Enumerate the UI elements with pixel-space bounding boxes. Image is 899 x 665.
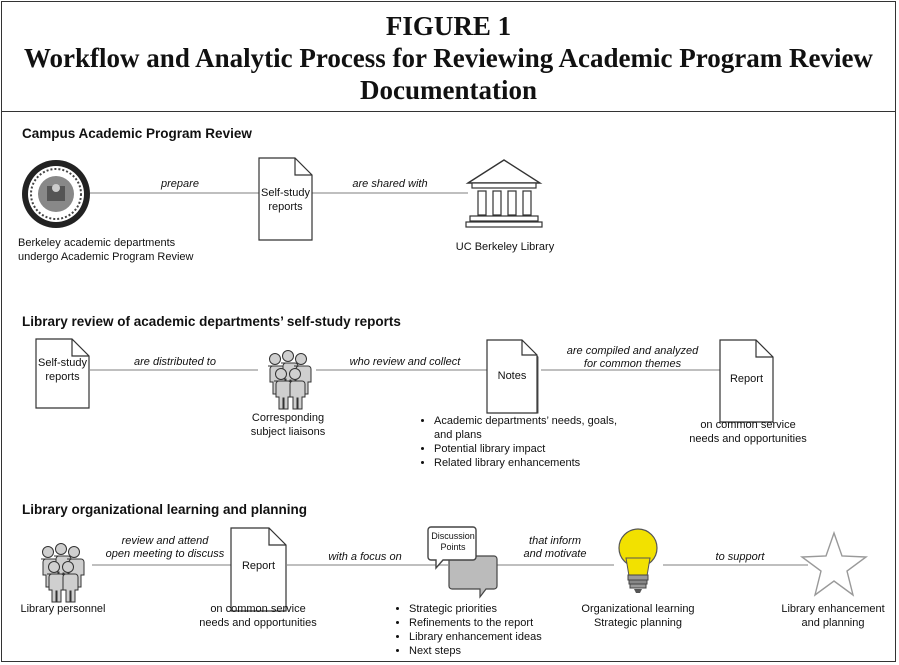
library-caption: UC Berkeley Library: [455, 241, 555, 253]
list-item: Next steps: [409, 644, 579, 658]
list-item: Academic departments’ needs, goals, and …: [434, 414, 619, 442]
report-label: Report: [729, 373, 764, 385]
edge-label-focus: with a focus on: [328, 551, 402, 563]
subject-liaisons-people-icon: [267, 350, 312, 410]
edge-label-support: to support: [715, 551, 765, 563]
report-caption: on common service needs and opportunitie…: [689, 419, 807, 445]
figure-title-line-1: Workflow and Analytic Process for Review…: [24, 43, 873, 73]
self-study-label-2: Self-study reports: [38, 357, 87, 383]
liaisons-caption: Corresponding subject liaisons: [250, 412, 326, 438]
section-heading-2: Library review of academic departments’ …: [22, 314, 401, 329]
university-seal-icon: [22, 160, 90, 228]
report-document-icon-2: [230, 527, 287, 612]
discussion-points-label: Discussion Points: [431, 531, 475, 552]
notes-bullet-list: Academic departments’ needs, goals, and …: [420, 414, 619, 470]
discussion-bullet-list: Strategic priorities Refinements to the …: [395, 602, 579, 658]
star-caption: Library enhancement and planning: [781, 603, 885, 629]
edge-label-distributed: are distributed to: [134, 356, 216, 368]
seal-caption: Berkeley academic departments undergo Ac…: [18, 237, 194, 263]
section-heading-3: Library organizational learning and plan…: [22, 502, 308, 517]
section-heading-1: Campus Academic Program Review: [22, 126, 252, 141]
self-study-document-icon: [258, 157, 313, 241]
list-item: Related library enhancements: [434, 456, 619, 470]
library-personnel-people-icon: [40, 543, 85, 603]
personnel-caption: Library personnel: [20, 603, 106, 615]
list-item: Strategic priorities: [409, 602, 579, 616]
self-study-label: Self-study reports: [261, 187, 310, 213]
list-item: Refinements to the report: [409, 616, 579, 630]
report-caption-2: on common service needs and opportunitie…: [199, 603, 317, 629]
report-document-icon: [719, 339, 774, 423]
lightbulb-icon: [618, 528, 658, 593]
figure-label: FIGURE 1: [385, 11, 512, 41]
edge-label-review-collect: who review and collect: [349, 356, 461, 368]
figure-title-box: FIGURE 1 Workflow and Analytic Process f…: [2, 2, 895, 112]
notes-label: Notes: [497, 370, 527, 382]
bulb-caption: Organizational learning Strategic planni…: [581, 603, 695, 629]
list-item: Library enhancement ideas: [409, 630, 579, 644]
star-icon: [799, 530, 869, 597]
edge-label-review-attend: review and attend open meeting to discus…: [105, 535, 225, 560]
notes-document-icon: [486, 339, 539, 414]
report-label-2: Report: [241, 560, 276, 572]
library-building-icon: [465, 159, 543, 228]
edge-label-shared: are shared with: [352, 178, 428, 190]
figure-title-line-2: Documentation: [360, 75, 537, 105]
edge-label-prepare: prepare: [161, 178, 199, 190]
list-item: Potential library impact: [434, 442, 619, 456]
edge-label-inform: that inform and motivate: [523, 535, 587, 560]
discussion-bubble-icon: [427, 526, 498, 599]
edge-label-compiled: are compiled and analyzed for common the…: [566, 345, 699, 370]
